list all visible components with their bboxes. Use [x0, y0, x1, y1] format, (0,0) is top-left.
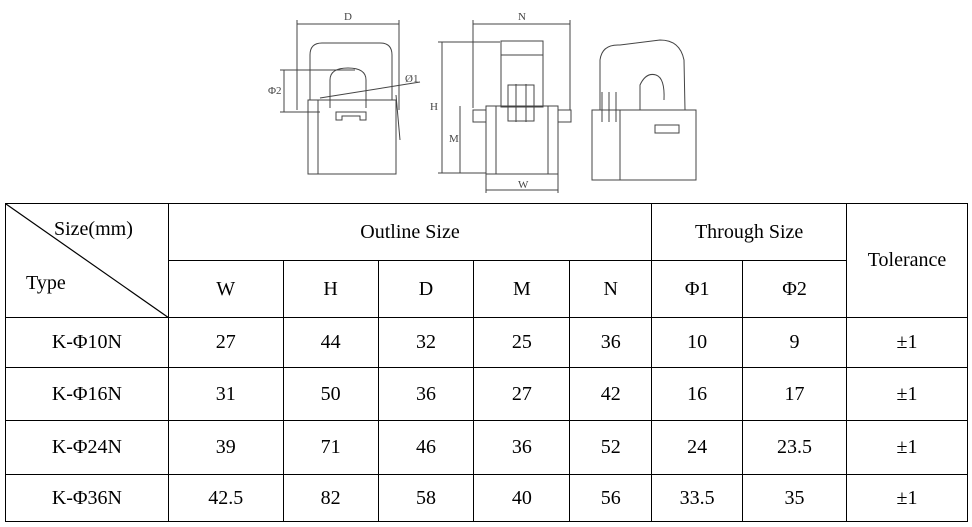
type-cell: K-Φ16N — [5, 367, 169, 421]
through-size-header: Through Size — [651, 203, 847, 261]
value-cell: 44 — [282, 317, 379, 368]
value-cell: 27 — [167, 317, 284, 368]
outline-size-header: Outline Size — [167, 203, 653, 261]
column-header: H — [282, 260, 379, 318]
type-label: Type — [26, 272, 66, 294]
type-cell: K-Φ36N — [5, 474, 169, 522]
value-cell: 32 — [377, 317, 475, 368]
value-cell: 23.5 — [742, 420, 847, 475]
value-cell: 16 — [651, 367, 744, 421]
specification-table: Size(mm) Type Outline Size Through Size … — [5, 203, 968, 522]
column-header: N — [569, 260, 653, 318]
value-cell: 33.5 — [651, 474, 744, 522]
tolerance-cell: ±1 — [846, 317, 968, 368]
type-cell: K-Φ24N — [5, 420, 169, 475]
value-cell: 39 — [167, 420, 284, 475]
column-header: D — [377, 260, 475, 318]
value-cell: 35 — [742, 474, 847, 522]
perspective-view-drawing — [591, 39, 697, 181]
dim-label-n: N — [518, 11, 526, 23]
dim-label-d: D — [344, 11, 352, 23]
column-header: M — [473, 260, 571, 318]
tolerance-cell: ±1 — [846, 474, 968, 522]
dim-label-w: W — [518, 179, 529, 191]
value-cell: 27 — [473, 367, 571, 421]
front-view-drawing — [438, 20, 572, 193]
value-cell: 9 — [742, 317, 847, 368]
value-cell: 31 — [167, 367, 284, 421]
value-cell: 46 — [377, 420, 475, 475]
value-cell: 24 — [651, 420, 744, 475]
value-cell: 25 — [473, 317, 571, 368]
tolerance-header: Tolerance — [846, 203, 968, 318]
dim-label-m: M — [449, 133, 459, 145]
dimension-drawings: D N Ø1 Φ2 H M W — [260, 0, 700, 200]
value-cell: 50 — [282, 367, 379, 421]
value-cell: 71 — [282, 420, 379, 475]
column-header: Φ2 — [742, 260, 847, 318]
value-cell: 40 — [473, 474, 571, 522]
column-header: Φ1 — [651, 260, 744, 318]
value-cell: 36 — [473, 420, 571, 475]
value-cell: 36 — [569, 317, 653, 368]
tolerance-cell: ±1 — [846, 420, 968, 475]
size-unit-label: Size(mm) — [54, 218, 133, 240]
dim-label-phi2: Φ2 — [268, 85, 282, 97]
value-cell: 10 — [651, 317, 744, 368]
dim-label-h: H — [430, 101, 438, 113]
value-cell: 58 — [377, 474, 475, 522]
tolerance-cell: ±1 — [846, 367, 968, 421]
table-corner-header: Size(mm) Type — [5, 203, 169, 318]
value-cell: 36 — [377, 367, 475, 421]
column-header: W — [167, 260, 284, 318]
value-cell: 42.5 — [167, 474, 284, 522]
value-cell: 17 — [742, 367, 847, 421]
value-cell: 52 — [569, 420, 653, 475]
side-view-drawing — [280, 20, 421, 175]
value-cell: 42 — [569, 367, 653, 421]
type-cell: K-Φ10N — [5, 317, 169, 368]
value-cell: 82 — [282, 474, 379, 522]
dim-label-phi1: Ø1 — [405, 73, 418, 85]
value-cell: 56 — [569, 474, 653, 522]
